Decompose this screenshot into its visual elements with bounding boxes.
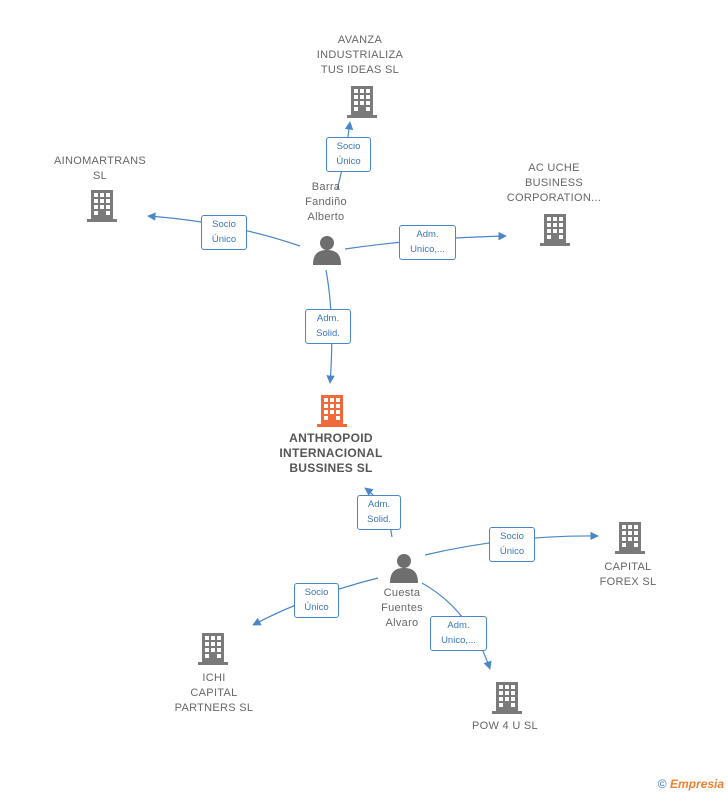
node-label-avanza[interactable]: AVANZA INDUSTRIALIZA TUS IDEAS SL [316,34,404,76]
person-icon[interactable] [313,236,341,265]
node-label-pow4u[interactable]: POW 4 U SL [472,720,538,732]
node-label-anthropoid[interactable]: ANTHROPOID INTERNACIONAL BUSSINES SL [279,431,383,475]
building-icon[interactable] [317,395,347,427]
edge-label-barra-acuche: Adm. Unico,... [399,225,456,260]
node-label-capital-forex[interactable]: CAPITAL FOREX SL [599,561,657,588]
edge-label-barra-avanza: Socio Único [326,137,371,172]
node-label-cuesta[interactable]: Cuesta Fuentes Alvaro [381,587,423,629]
copyright-icon: © [657,777,667,791]
node-label-acuche[interactable]: AC UCHE BUSINESS CORPORATION... [506,162,602,204]
node-label-barra[interactable]: Barra Fandiño Alberto [305,181,347,223]
building-icon[interactable] [87,190,117,222]
person-icon[interactable] [390,554,418,583]
brand-logo[interactable]: Empresia [669,777,724,791]
edge-label-cuesta-ichi: Socio Único [294,583,339,618]
node-label-ichi[interactable]: ICHI CAPITAL PARTNERS SL [174,672,254,714]
building-icon[interactable] [198,633,228,665]
building-icon[interactable] [540,214,570,246]
edge-label-cuesta-pow: Adm. Unico,... [430,616,487,651]
edge-label-cuesta-anthropoid: Adm. Solid. [357,495,401,530]
node-label-ainomartrans[interactable]: AINOMARTRANS SL [53,155,147,182]
edge-label-cuesta-capital: Socio Único [489,527,535,562]
edge-label-barra-ainomartrans: Socio Único [201,215,247,250]
building-icon[interactable] [347,86,377,118]
footer-brand: © Empresia [658,777,724,791]
building-icon[interactable] [492,682,522,714]
building-icon[interactable] [615,522,645,554]
edge-label-barra-anthropoid: Adm. Solid. [305,309,351,344]
